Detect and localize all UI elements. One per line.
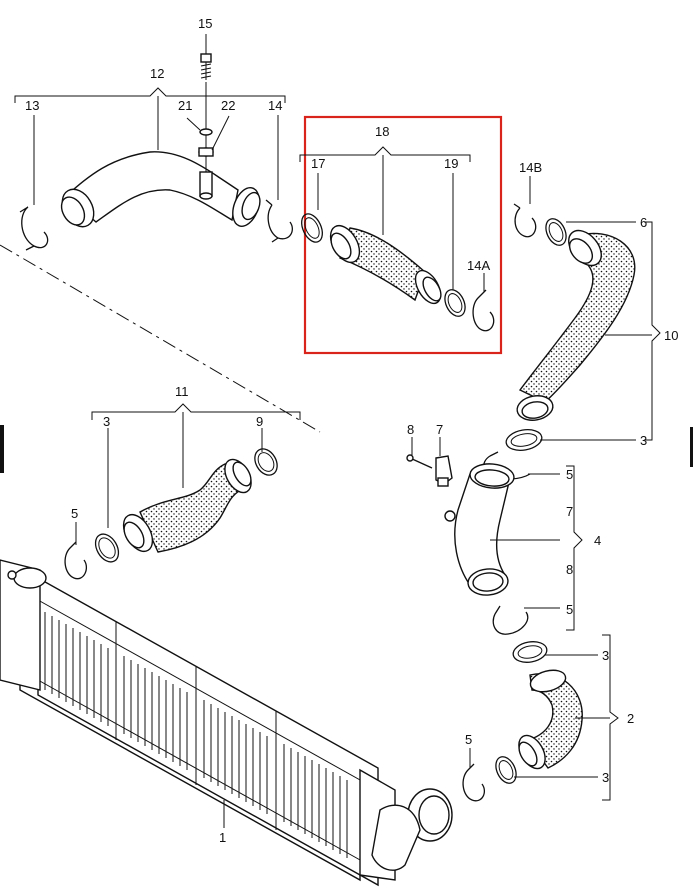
o-ring-19 — [444, 289, 466, 317]
label-8-top: 8 — [407, 422, 414, 437]
o-ring-3-upper — [505, 429, 543, 451]
label-5-right-lower: 5 — [566, 602, 573, 617]
hose-10 — [518, 232, 636, 403]
o-ring-3-mid — [512, 641, 548, 663]
assembly-12-group — [14, 34, 293, 251]
label-13: 13 — [25, 98, 39, 113]
label-21: 21 — [178, 98, 192, 113]
pipe-7-8 — [454, 473, 511, 586]
assembly-10-group — [505, 176, 661, 451]
label-12: 12 — [150, 66, 164, 81]
assembly-11-group — [64, 403, 301, 580]
label-11: 11 — [175, 384, 189, 399]
label-5-left: 5 — [71, 506, 78, 521]
label-8-right: 8 — [566, 562, 573, 577]
label-1: 1 — [219, 830, 226, 845]
dashed-connector-line — [0, 244, 321, 433]
o-ring-9 — [254, 448, 278, 476]
clip-13 — [19, 206, 49, 251]
assembly-4-group — [406, 437, 583, 635]
intercooler-1 — [0, 559, 453, 887]
bolt-8 — [409, 457, 433, 469]
clip-5-bottom — [462, 763, 486, 802]
o-ring-3-lower — [495, 756, 517, 784]
o-ring-3-left — [94, 533, 120, 563]
label-10: 10 — [664, 328, 678, 343]
label-3-right-upper: 3 — [640, 433, 647, 448]
label-22: 22 — [221, 98, 235, 113]
label-14B: 14B — [519, 160, 542, 175]
hose-2 — [526, 673, 583, 769]
label-15: 15 — [198, 16, 212, 31]
label-3-left: 3 — [103, 414, 110, 429]
label-5-right-upper: 5 — [566, 467, 573, 482]
hose-18 — [339, 227, 426, 302]
label-6: 6 — [640, 215, 647, 230]
label-14A: 14A — [467, 258, 490, 273]
clip-14B — [513, 203, 537, 238]
label-7-top: 7 — [436, 422, 443, 437]
label-18: 18 — [375, 124, 389, 139]
label-5-bottom: 5 — [465, 732, 472, 747]
o-ring-6 — [545, 218, 567, 246]
washer-21 — [199, 128, 213, 136]
clip-14 — [265, 199, 293, 243]
label-14: 14 — [268, 98, 282, 113]
label-4: 4 — [594, 533, 601, 548]
label-3-right-lower: 3 — [602, 770, 609, 785]
label-9: 9 — [256, 414, 263, 429]
bolt-15 — [200, 53, 212, 80]
clip-5-left — [64, 541, 88, 580]
right-edge-mark — [690, 427, 693, 467]
label-2: 2 — [627, 711, 634, 726]
label-17: 17 — [311, 156, 325, 171]
o-ring-17 — [301, 213, 323, 243]
left-edge-mark — [0, 425, 4, 473]
assembly-2-group — [462, 634, 619, 802]
label-3-right-mid: 3 — [602, 648, 609, 663]
clip-5-lower — [492, 605, 529, 635]
label-19: 19 — [444, 156, 458, 171]
assembly-18-group — [299, 146, 495, 332]
label-7-right: 7 — [566, 504, 573, 519]
clip-14A — [472, 289, 495, 332]
